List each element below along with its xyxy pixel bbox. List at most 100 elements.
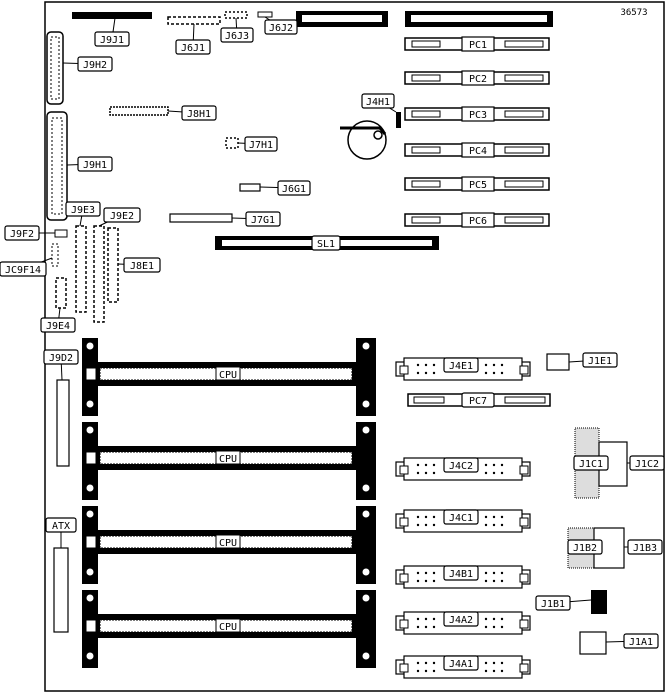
label-j7h1: J7H1	[237, 136, 278, 152]
j9e4-header	[55, 277, 67, 309]
label-j4c2: J4C2	[443, 457, 479, 473]
j9j1-connector	[72, 12, 152, 19]
label-atx: ATX	[45, 517, 77, 548]
pci-slot-pc2: PC2	[404, 70, 550, 86]
cpu-slot-label: CPU	[219, 538, 237, 549]
j7g1-connector	[169, 213, 233, 223]
label-j9h2: J9H2	[62, 56, 113, 72]
label-text: J4E1	[449, 361, 473, 372]
cpu-slots: CPU CPU CPU CPU	[82, 338, 376, 668]
label-text: J1B3	[633, 543, 657, 554]
cpu-slot-label: CPU	[219, 622, 237, 633]
label-text: J9H2	[83, 60, 107, 71]
label-j9e4: J9E4	[40, 307, 76, 333]
label-text: J9J1	[100, 35, 124, 46]
pci-slot-label: PC4	[469, 146, 487, 157]
label-j1e1: J1E1	[568, 352, 618, 368]
label-text: J1C1	[579, 459, 603, 470]
label-j1c1: J1C1	[573, 455, 609, 471]
label-text: J4C1	[449, 513, 473, 524]
label-text: J4A2	[449, 615, 473, 626]
label-j7g1: J7G1	[231, 211, 281, 227]
cpu-slot-1: CPU	[82, 338, 376, 416]
label-j9d2: J9D2	[43, 349, 79, 381]
j1b1-connector	[591, 590, 607, 614]
label-text: J8H1	[187, 109, 211, 120]
j7h1-connector	[225, 137, 239, 149]
atx-connector	[53, 547, 69, 633]
label-j6g1: J6G1	[259, 180, 311, 196]
j9d2-connector	[56, 379, 70, 467]
label-text: J9D2	[49, 353, 73, 364]
label-j6j3: J6J3	[220, 17, 254, 43]
label-j1b3: J1B3	[624, 539, 663, 555]
label-text: J6J1	[181, 43, 205, 54]
label-text: J9E3	[71, 205, 95, 216]
label-j9e2: J9E2	[98, 207, 141, 227]
label-j4e1: J4E1	[443, 357, 479, 373]
label-text: PC7	[469, 396, 487, 407]
isa-slot-top-2-inner	[411, 15, 547, 22]
j1e1-connector	[546, 353, 570, 371]
pci-slot-label: PC2	[469, 74, 487, 85]
cpu-slot-label: CPU	[219, 454, 237, 465]
label-text: J4A1	[449, 659, 473, 670]
label-text: ATX	[52, 521, 70, 532]
pci-slot-pc6: PC6	[404, 212, 550, 228]
cpu-slot-2: CPU	[82, 422, 376, 500]
label-text: J4B1	[449, 569, 473, 580]
j9h2-inner	[50, 36, 60, 100]
label-j8h1: J8H1	[167, 105, 217, 121]
label-text: J9E2	[110, 211, 134, 222]
label-j6j1: J6J1	[175, 23, 211, 55]
label-text: J6J3	[225, 31, 249, 42]
label-text: J1A1	[629, 637, 653, 648]
j6j2-connector	[257, 11, 273, 18]
cpu-slot-4: CPU	[82, 590, 376, 668]
label-j9e3: J9E3	[65, 201, 101, 227]
j6j3-connector	[224, 11, 248, 19]
j6j1-connector	[167, 16, 221, 25]
label-j4c1: J4C1	[443, 509, 479, 525]
pci-slot-pc5: PC5	[404, 176, 550, 192]
pci-slot-pc4: PC4	[404, 142, 550, 158]
label-j4b1: J4B1	[443, 565, 479, 581]
label-j1b2: J1B2	[567, 539, 603, 555]
label-text: J9F2	[10, 229, 34, 240]
j8e1-header	[107, 227, 119, 303]
label-text: J8E1	[130, 261, 154, 272]
figure-id: 36573	[620, 8, 647, 18]
label-text: J7G1	[251, 215, 275, 226]
label-text: J6G1	[282, 184, 306, 195]
label-text: J6J2	[269, 23, 293, 34]
pci-slot-pc1: PC1	[404, 36, 550, 52]
label-text: SL1	[317, 239, 335, 250]
label-sl1: SL1	[311, 235, 341, 251]
label-j9f2: J9F2	[4, 225, 55, 241]
j9e2-header	[93, 225, 105, 323]
jc9f14-connector	[51, 243, 59, 267]
label-j4a2: J4A2	[443, 611, 479, 627]
label-j9j1: J9J1	[94, 17, 130, 47]
label-j4a1: J4A1	[443, 655, 479, 671]
label-text: J1B1	[541, 599, 565, 610]
pci-slot-label: PC1	[469, 40, 487, 51]
label-j6j2: J6J2	[264, 16, 298, 35]
j9e3-header	[75, 225, 87, 313]
label-text: J4C2	[449, 461, 473, 472]
label-text: JC9F14	[5, 265, 41, 276]
cpu-slot-label: CPU	[219, 370, 237, 381]
label-pc7: PC7	[461, 392, 495, 408]
cpu-slot-3: CPU	[82, 506, 376, 584]
label-j9h1: J9H1	[66, 156, 113, 172]
label-text: J1B2	[573, 543, 597, 554]
pci-slot-label: PC6	[469, 216, 487, 227]
battery-contact	[373, 130, 383, 140]
board-outline	[44, 1, 665, 692]
label-text: J7H1	[249, 140, 273, 151]
j6g1-connector	[239, 183, 261, 192]
label-j4h1: J4H1	[361, 93, 397, 113]
